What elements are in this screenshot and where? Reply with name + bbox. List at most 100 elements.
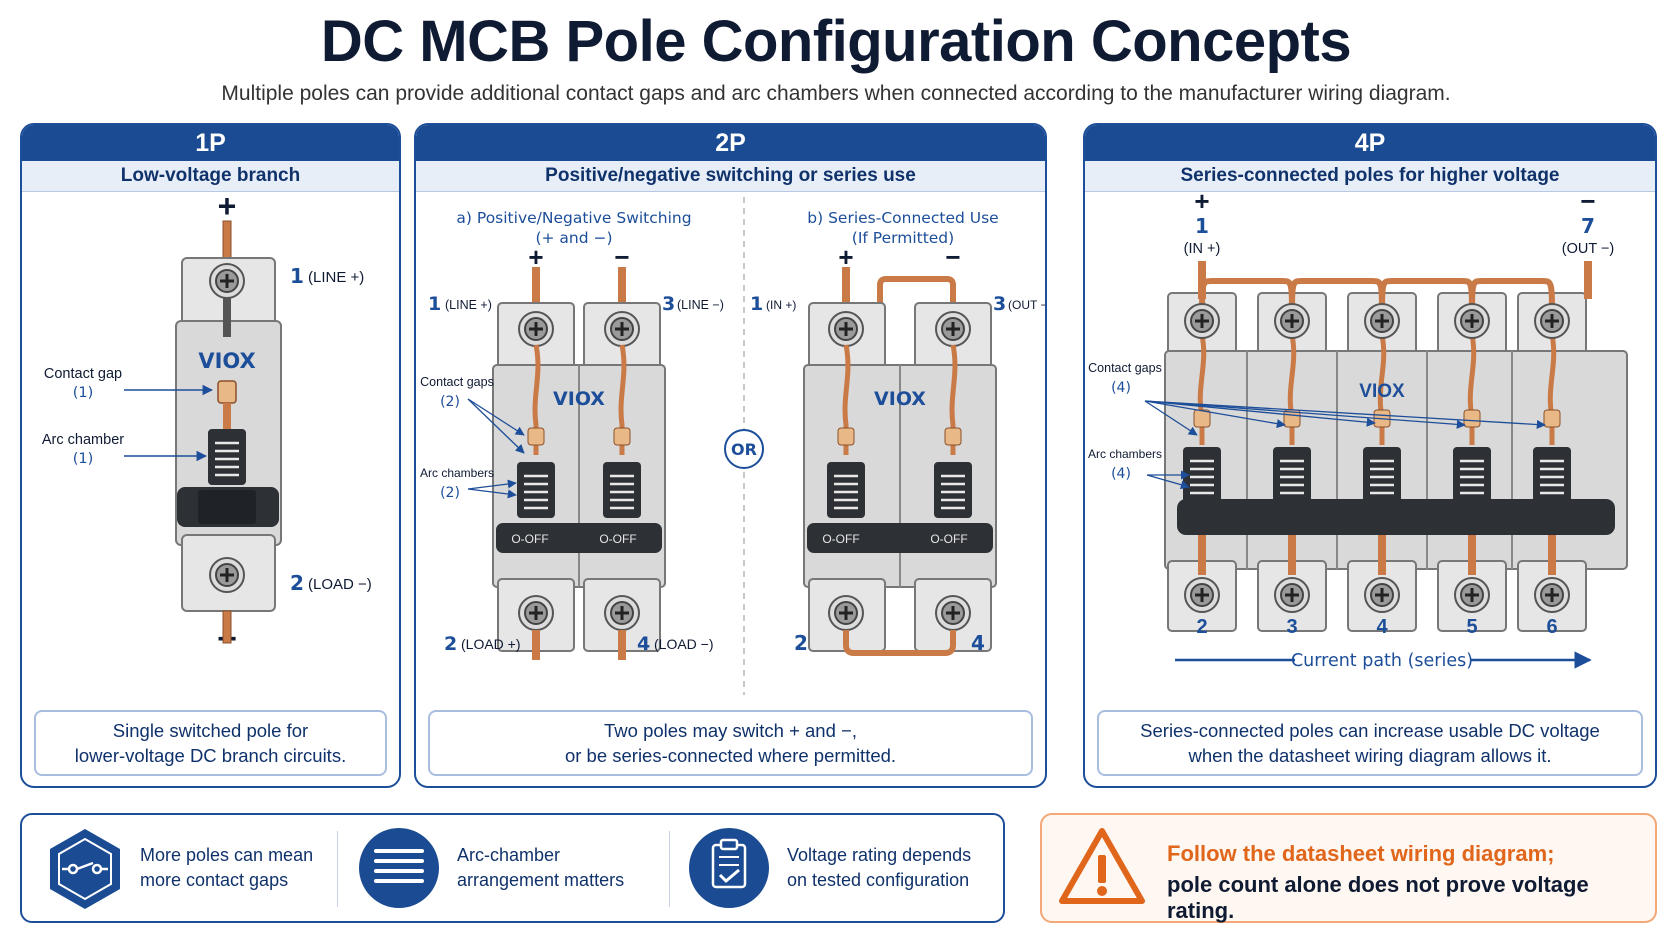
breaker-2p-b: + − O-OFF O-OFF VIOX — [803, 242, 997, 656]
divider — [337, 831, 338, 907]
screw-icon — [1273, 302, 1311, 340]
arc-chamber-icon — [932, 460, 974, 520]
off-label: O-OFF — [822, 532, 859, 546]
panel-4p-subheader: Series-connected poles for higher voltag… — [1085, 161, 1655, 192]
screw-icon — [1183, 576, 1221, 614]
screw-icon — [1183, 302, 1221, 340]
top-screw-icon — [208, 262, 246, 300]
arc-chamber-icon — [1271, 445, 1313, 505]
contact-gap-element — [1463, 409, 1481, 428]
contact-gap-element — [837, 427, 855, 446]
off-label: O-OFF — [511, 532, 548, 546]
panel-1p-header: 1P — [22, 125, 399, 161]
terminal-number: 3 — [1286, 616, 1297, 638]
warning-box: Follow the datasheet wiring diagram; pol… — [1040, 813, 1657, 923]
arc-chamber-icon — [359, 828, 439, 908]
info-item-arc-chamber: Arc-chamber arrangement matters — [342, 815, 672, 921]
divider — [669, 831, 670, 907]
callout-arrow — [467, 479, 517, 490]
contact-gap-element — [944, 427, 962, 446]
screw-icon — [1363, 576, 1401, 614]
or-badge — [724, 429, 764, 469]
or-label: OR — [731, 440, 757, 459]
screw-icon — [934, 594, 972, 632]
screw-icon — [1453, 302, 1491, 340]
screw-icon — [517, 310, 555, 348]
screw-icon — [1533, 576, 1571, 614]
wire — [618, 630, 626, 660]
terminal-number: 5 — [1466, 616, 1477, 638]
jumper-bottom — [843, 630, 956, 656]
arc-chamber-icon — [1451, 445, 1493, 505]
arc-chambers-count: (2) — [440, 485, 460, 501]
current-path-label: Current path (series) — [1291, 651, 1473, 671]
panel-4p-header: 4P — [1085, 125, 1655, 161]
toggle-bar — [807, 523, 993, 553]
diagram-2p: a) Positive/Negative Switching (+ and −)… — [420, 197, 1047, 695]
section-b-subtitle: (If Permitted) — [852, 229, 954, 247]
terminal-1-number: 1 — [428, 293, 441, 315]
screw-icon — [827, 310, 865, 348]
terminal-4-number: 4 — [637, 633, 650, 655]
terminal-3-label: (OUT −) — [1008, 298, 1047, 312]
terminal-1-label: (IN +) — [766, 298, 796, 312]
brand-logo: VIOX — [1359, 381, 1405, 402]
terminal-2-number: 2 — [444, 633, 457, 655]
bottom-screw-icon — [208, 556, 246, 594]
screw-icon — [603, 310, 641, 348]
conductor — [1198, 520, 1206, 575]
conductor — [532, 344, 541, 455]
wire-a-plus — [532, 267, 540, 309]
toggle-bar — [496, 523, 662, 553]
wire — [532, 630, 540, 660]
info-strip: More poles can mean more contact gaps Ar… — [20, 813, 1005, 923]
panel-4p: 4P Series-connected poles for higher vol… — [1083, 123, 1657, 788]
warning-icon — [1059, 828, 1145, 904]
jumper-top — [877, 276, 956, 309]
conductor — [1548, 520, 1556, 575]
arc-chamber-label: Arc chamber — [42, 432, 124, 448]
out-terminal-number: 7 — [1581, 214, 1595, 238]
breaker-4p: VIOX — [1164, 261, 1628, 632]
terminal-3-number: 3 — [662, 293, 675, 315]
terminal-1-label: (LINE +) — [445, 298, 492, 312]
conductor — [1378, 520, 1386, 575]
section-b-title: b) Series-Connected Use — [807, 209, 998, 227]
off-label: O-OFF — [599, 532, 636, 546]
callout-arrow — [467, 488, 517, 499]
screw-icon — [1363, 302, 1401, 340]
conductor — [618, 344, 627, 455]
out-terminal-label: (OUT −) — [1562, 241, 1615, 257]
terminal-1-number: 1 — [290, 264, 304, 288]
terminal-number: 4 — [1376, 616, 1388, 638]
arc-chamber-icon — [1531, 445, 1573, 505]
terminal-number: 2 — [1196, 616, 1207, 638]
minus-sign: − — [1580, 186, 1595, 216]
contact-gap-count: (1) — [73, 385, 94, 401]
callout-arrows — [1144, 400, 1546, 490]
panel-1p-subheader: Low-voltage branch — [22, 161, 399, 192]
contact-gap-element — [613, 427, 631, 446]
plus-sign: + — [838, 242, 853, 272]
brand-logo: VIOX — [198, 349, 255, 373]
contact-gap-element — [1193, 409, 1211, 428]
callout-arrow — [1144, 400, 1198, 436]
warning-line-1: Follow the datasheet wiring diagram; — [1167, 841, 1555, 866]
callout-arrow — [1144, 400, 1286, 429]
terminal-4-number: 4 — [971, 631, 985, 655]
section-a-subtitle: (+ and −) — [535, 229, 612, 247]
terminal-1-label: (LINE +) — [308, 269, 364, 286]
series-jumper — [1469, 278, 1555, 322]
conductor — [1468, 520, 1476, 575]
terminal-4-label: (LOAD −) — [654, 636, 714, 652]
panel-2p-caption: Two poles may switch + and −, or be seri… — [428, 710, 1033, 776]
panel-2p-header: 2P — [416, 125, 1045, 161]
moving-contact — [223, 403, 231, 433]
toggle-lever — [198, 490, 256, 524]
contact-gap-label: Contact gap — [44, 366, 122, 382]
page-subtitle: Multiple poles can provide additional co… — [221, 82, 1451, 105]
plus-sign: + — [1194, 186, 1209, 216]
info-item-contacts: More poles can mean more contact gaps — [22, 815, 342, 921]
arc-chamber-icon — [515, 460, 557, 520]
